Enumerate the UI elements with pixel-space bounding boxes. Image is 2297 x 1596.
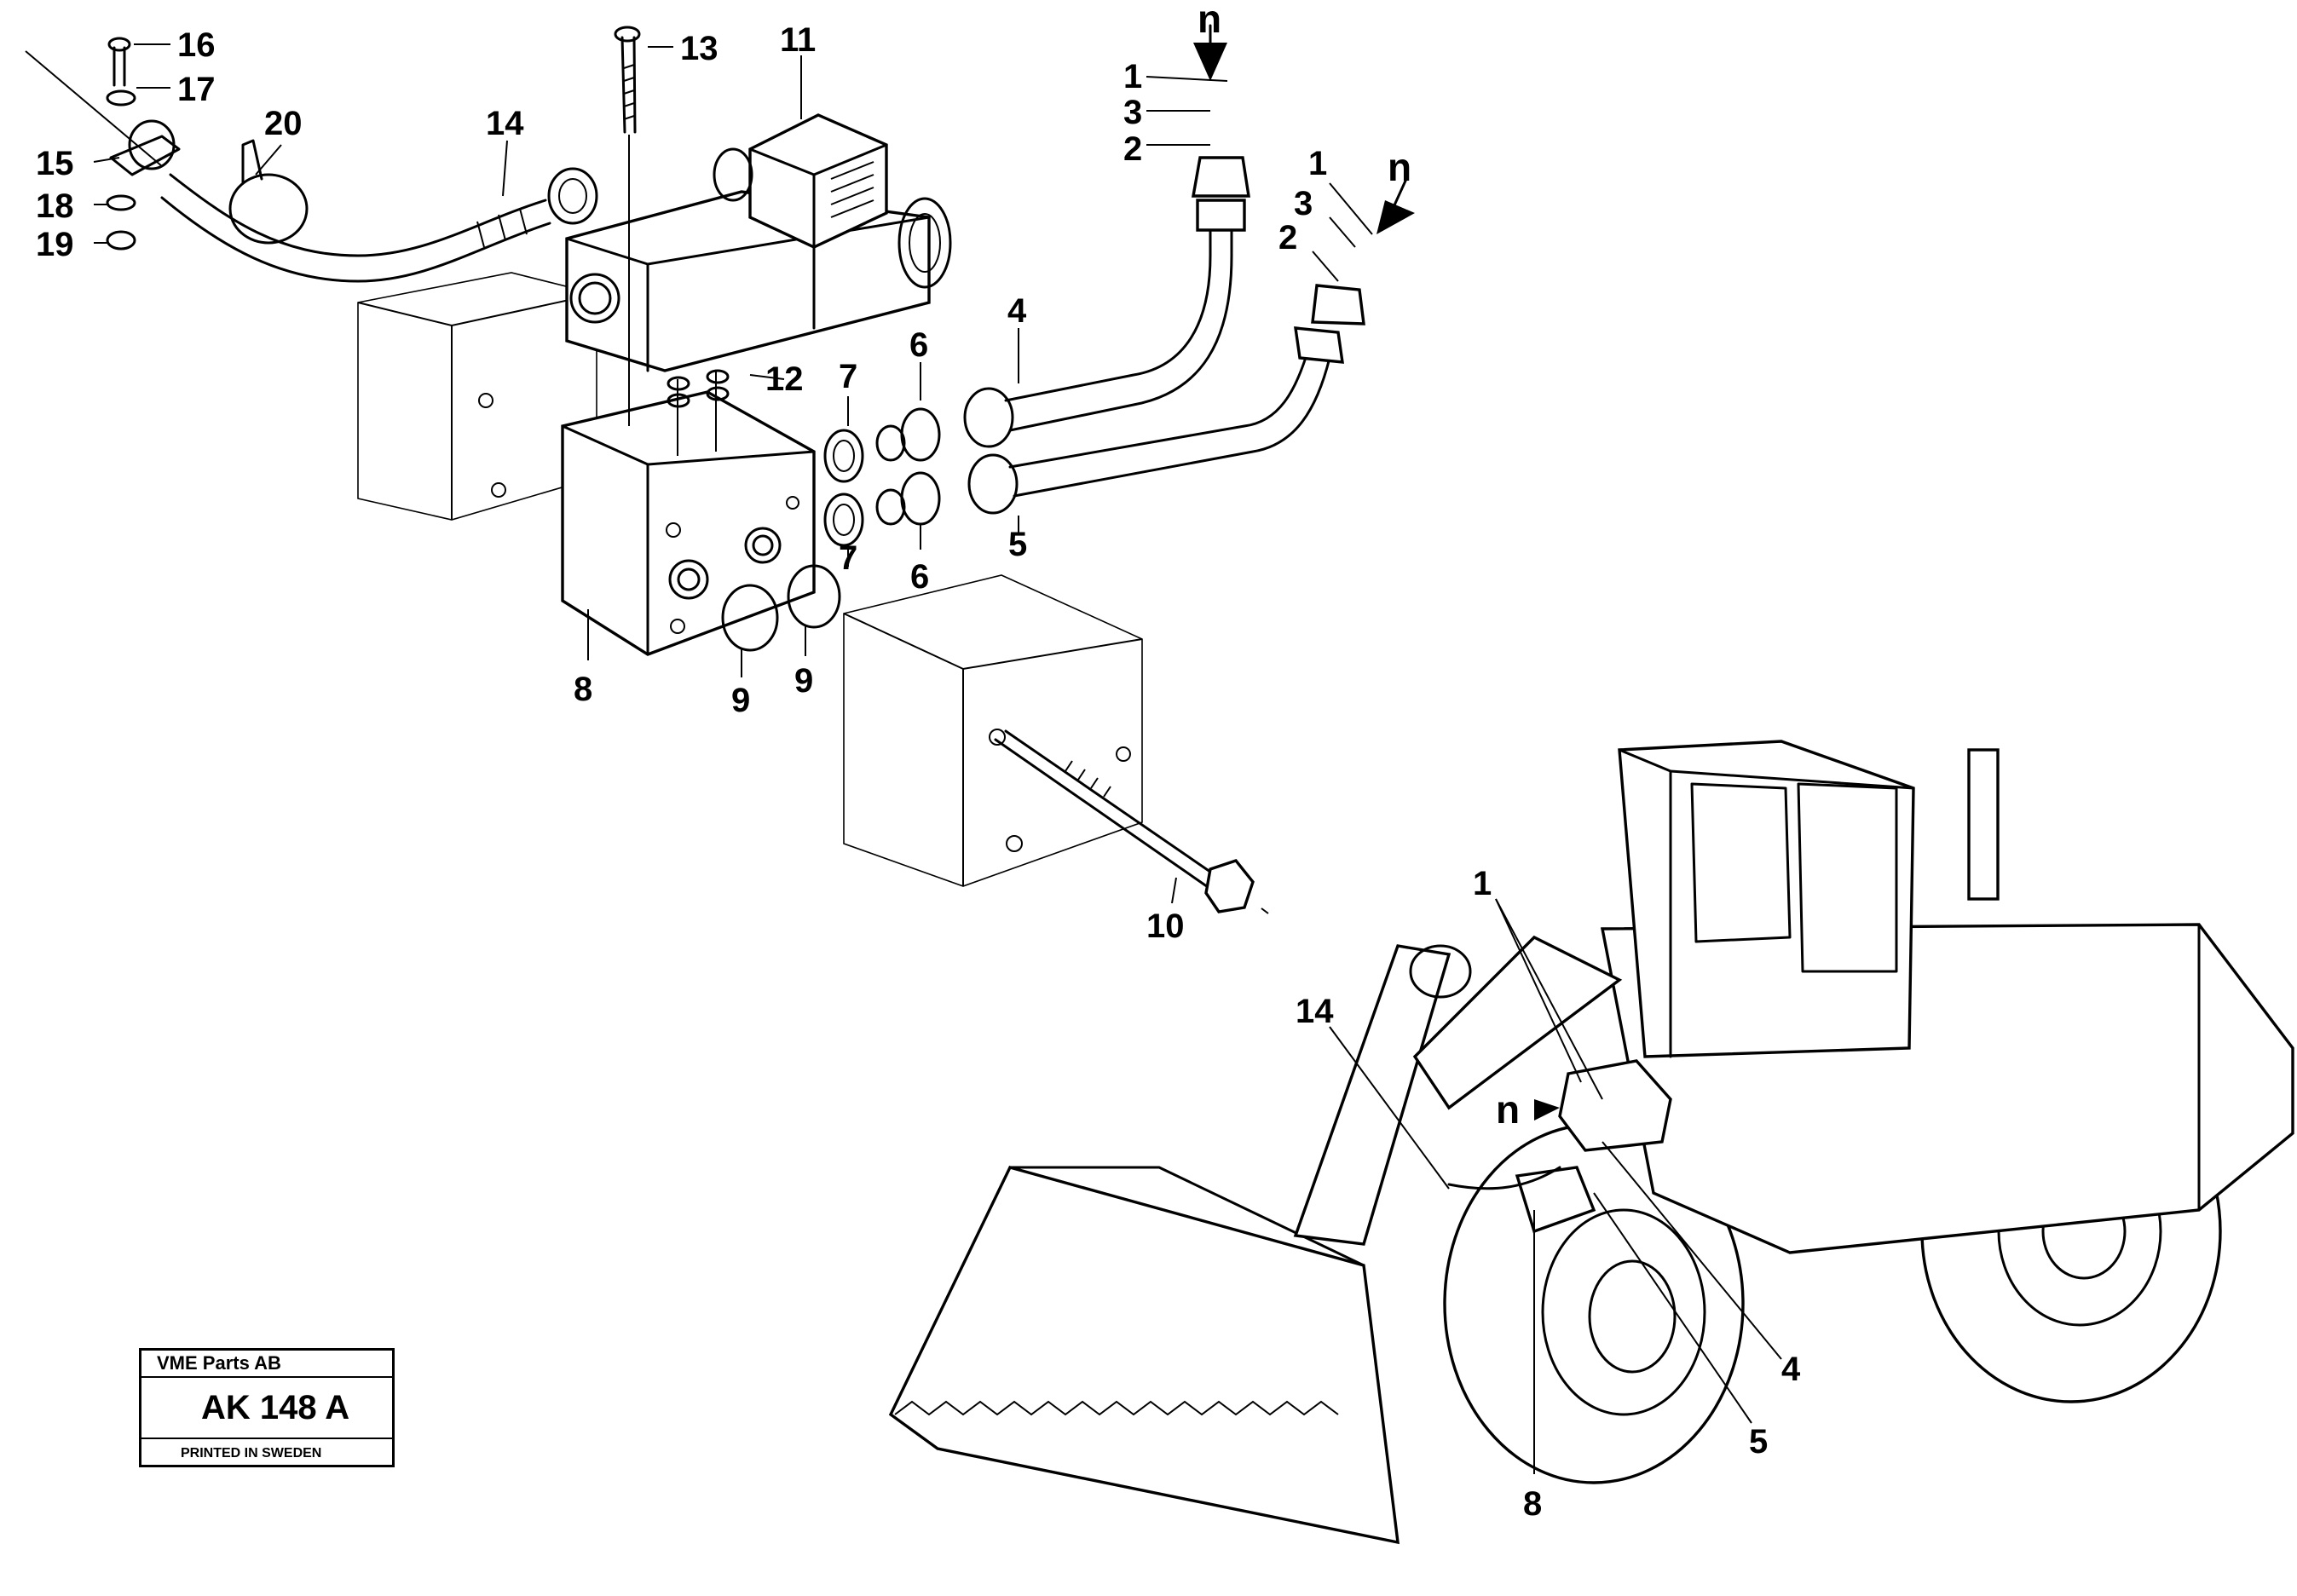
leader-lines <box>93 43 1373 904</box>
callout-7-upper: 7 <box>839 358 857 395</box>
callout-9-right: 9 <box>794 662 813 700</box>
callout-15: 15 <box>36 145 74 182</box>
title-block: VME Parts AB AK 148 A PRINTED IN SWEDEN <box>139 1348 395 1467</box>
callout-7-lower: 7 <box>839 539 857 577</box>
machine-leaders <box>1329 898 1782 1474</box>
callout-1-upper: 1 <box>1123 58 1142 95</box>
upper-fittings <box>823 156 1250 483</box>
callout-labels: 16 17 15 18 19 20 14 13 11 12 7 6 4 7 6 … <box>36 0 1801 1523</box>
bolt-10 <box>994 729 1269 914</box>
callout-4: 4 <box>1007 292 1027 330</box>
fasteners-15-19 <box>106 37 181 251</box>
ghost-block-left <box>357 272 597 521</box>
cable-14 <box>25 50 551 283</box>
diagram-code: AK 148 A <box>141 1378 392 1439</box>
callout-1-right: 1 <box>1308 145 1327 182</box>
machine-callout-8: 8 <box>1523 1485 1542 1523</box>
callout-n-upper: n <box>1198 0 1221 41</box>
callout-n-right: n <box>1388 145 1411 189</box>
callout-3-upper: 3 <box>1123 94 1142 131</box>
callout-6-lower: 6 <box>910 558 929 596</box>
callout-18: 18 <box>36 187 74 225</box>
company-name: VME Parts AB <box>141 1351 392 1378</box>
lower-fittings <box>823 284 1365 547</box>
ghost-block-right <box>843 574 1143 887</box>
callout-2-upper: 2 <box>1123 130 1142 168</box>
machine-callout-4: 4 <box>1781 1351 1801 1388</box>
callout-14: 14 <box>486 105 524 142</box>
callout-10: 10 <box>1146 907 1185 945</box>
screw-13 <box>614 26 641 426</box>
callout-8: 8 <box>574 671 592 708</box>
callout-11: 11 <box>780 21 816 59</box>
solenoid-valve <box>547 113 952 372</box>
callout-20: 20 <box>264 105 303 142</box>
valve-block <box>561 390 816 656</box>
studs-12 <box>667 369 730 456</box>
machine-callout-14: 14 <box>1296 993 1334 1030</box>
machine-callout-1: 1 <box>1473 865 1492 902</box>
callout-17: 17 <box>177 71 216 108</box>
clamp-20 <box>228 139 309 245</box>
callout-5: 5 <box>1008 526 1027 563</box>
callout-6-upper: 6 <box>909 326 928 364</box>
callout-13: 13 <box>680 30 719 67</box>
arrow-n-upper <box>1193 24 1227 81</box>
machine-callout-5: 5 <box>1749 1423 1768 1461</box>
callout-16: 16 <box>177 26 216 64</box>
printed-note: PRINTED IN SWEDEN <box>181 1446 322 1461</box>
o-rings-9 <box>721 564 841 652</box>
machine-callout-n: n <box>1496 1087 1520 1132</box>
callout-9-left: 9 <box>731 682 750 719</box>
callout-2-right: 2 <box>1278 219 1297 256</box>
callout-19: 19 <box>36 226 74 263</box>
callout-3-right: 3 <box>1294 185 1313 222</box>
callout-12: 12 <box>765 360 804 398</box>
wheel-loader <box>888 740 2294 1545</box>
arrow-n-right <box>1376 177 1415 234</box>
